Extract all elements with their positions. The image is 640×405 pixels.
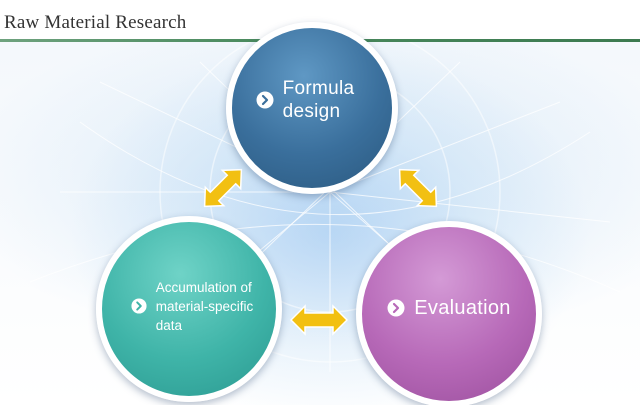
formula-design-node[interactable]: Formula design [226, 22, 398, 194]
accumulation-label-line1: Accumulation of [155, 279, 252, 295]
chevron-right-icon [387, 299, 405, 317]
formula-design-label-line2: design [282, 101, 341, 122]
formula-design-label: Formula design [283, 77, 355, 123]
accumulation-label-line2: material-specific [155, 298, 254, 314]
double-arrow-formula-evaluation-icon [398, 168, 438, 208]
accumulation-data-node[interactable]: Accumulation of material-specific data [96, 216, 282, 402]
accumulation-label-line3: data [155, 317, 183, 333]
evaluation-label: Evaluation [414, 296, 511, 319]
accumulation-data-label: Accumulation of material-specific data [156, 278, 254, 335]
evaluation-node[interactable]: Evaluation [356, 221, 542, 405]
double-arrow-formula-accumulation-icon [203, 168, 243, 208]
chevron-right-icon [256, 91, 274, 109]
double-arrow-accumulation-evaluation-icon [289, 304, 349, 336]
formula-design-label-line1: Formula [282, 78, 355, 99]
chevron-right-icon [131, 298, 147, 314]
page-title: Raw Material Research [4, 12, 187, 33]
